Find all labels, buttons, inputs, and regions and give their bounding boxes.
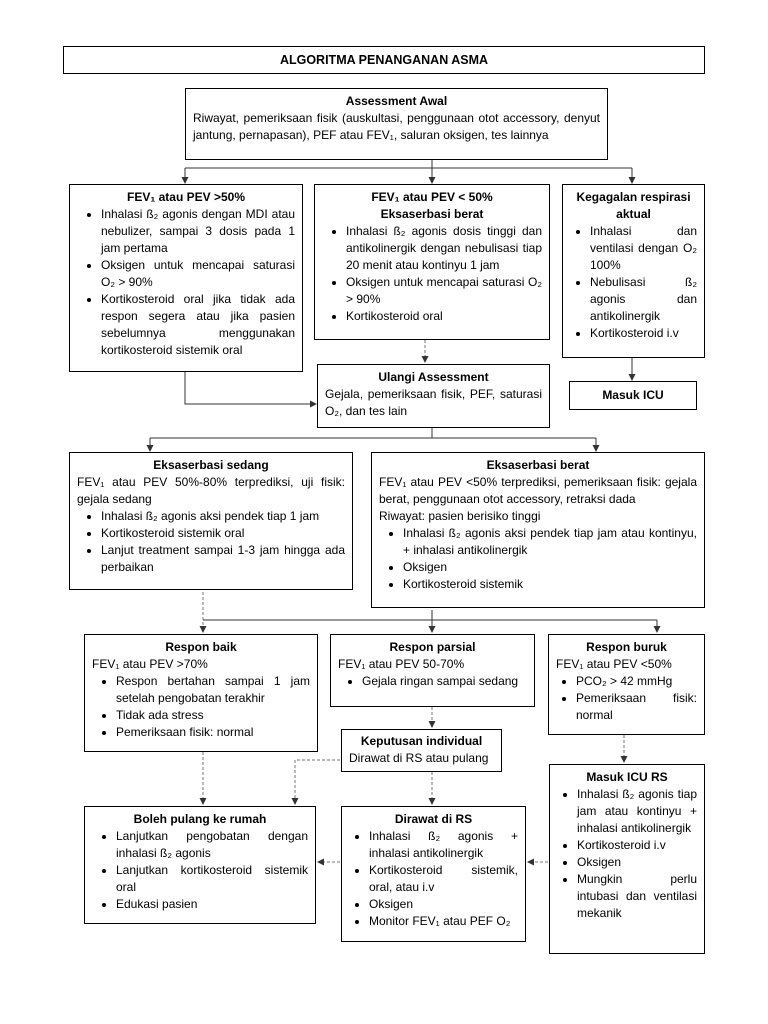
list-item: Pemeriksaan fisik: normal [576, 690, 697, 724]
assessment-awal-title: Assessment Awal [345, 94, 448, 108]
list-item: Kortikosteroid sistemik [403, 576, 697, 593]
kegagalan-box: Kegagalan respirasi aktual Inhalasi dan … [562, 184, 705, 358]
eks-berat-list: Inhalasi ß₂ agonis aksi pendek tiap jam … [379, 525, 697, 593]
list-item: Inhalasi dan ventilasi dengan O₂ 100% [590, 223, 697, 274]
ulangi-title: Ulangi Assessment [378, 370, 489, 384]
list-item: Inhalasi ß₂ agonis tiap jam atau kontiny… [577, 786, 697, 837]
eks-berat-text2: Riwayat: pasien berisiko tinggi [379, 509, 541, 523]
list-item: Inhalasi ß₂ agonis aksi pendek tiap 1 ja… [101, 508, 345, 525]
respon-parsial-list: Gejala ringan sampai sedang [338, 673, 527, 690]
eks-sedang-list: Inhalasi ß₂ agonis aksi pendek tiap 1 ja… [77, 508, 345, 576]
list-item: PCO₂ > 42 mmHg [576, 673, 697, 690]
respon-buruk-box: Respon buruk FEV₁ atau PEV <50% PCO₂ > 4… [548, 634, 705, 735]
list-item: Inhalasi ß₂ agonis dengan MDI atau nebul… [101, 206, 295, 257]
list-item: Lanjutkan kortikosteroid sistemik oral [116, 862, 308, 896]
eksaserbasi-berat-box: Eksaserbasi berat FEV₁ atau PEV <50% ter… [371, 452, 705, 608]
assessment-awal-box: Assessment Awal Riwayat, pemeriksaan fis… [185, 88, 608, 160]
fev-lt50-list: Inhalasi ß₂ agonis dosis tinggi dan anti… [322, 223, 542, 325]
list-item: Kortikosteroid sistemik oral [101, 525, 345, 542]
keputusan-individual-box: Keputusan individual Dirawat di RS atau … [341, 729, 502, 772]
respon-baik-list: Respon bertahan sampai 1 jam setelah pen… [92, 673, 310, 741]
list-item: Kortikosteroid i.v [577, 837, 697, 854]
list-item: Respon bertahan sampai 1 jam setelah pen… [116, 673, 310, 707]
header-box: ALGORITMA PENANGANAN ASMA [63, 46, 705, 74]
ulangi-assessment-box: Ulangi Assessment Gejala, pemeriksaan fi… [317, 364, 550, 428]
list-item: Oksigen untuk mencapai saturasi O₂ > 90% [346, 274, 542, 308]
list-item: Inhalasi ß₂ agonis + inhalasi antikoline… [369, 828, 518, 862]
kegagalan-title2: aktual [616, 207, 651, 221]
masuk-icu-box: Masuk ICU [569, 381, 697, 410]
list-item: Inhalasi ß₂ agonis aksi pendek tiap jam … [403, 525, 697, 559]
dirawat-title: Dirawat di RS [394, 812, 473, 826]
boleh-pulang-title: Boleh pulang ke rumah [133, 812, 267, 826]
fev-gt50-box: FEV₁ atau PEV >50% Inhalasi ß₂ agonis de… [69, 184, 303, 372]
keputusan-text: Dirawat di RS atau pulang [349, 751, 489, 765]
list-item: Inhalasi ß₂ agonis dosis tinggi dan anti… [346, 223, 542, 274]
eks-sedang-text: FEV₁ atau PEV 50%-80% terprediksi, uji f… [77, 475, 345, 506]
fev-lt50-title2: Eksaserbasi berat [380, 207, 484, 221]
list-item: Lanjut treatment sampai 1-3 jam hingga a… [101, 542, 345, 576]
respon-baik-text: FEV₁ atau PEV >70% [92, 657, 208, 671]
boleh-pulang-box: Boleh pulang ke rumah Lanjutkan pengobat… [84, 806, 316, 924]
list-item: Mungkin perlu intubasi dan ventilasi mek… [577, 871, 697, 922]
list-item: Nebulisasi ß₂ agonis dan antikolinergik [590, 274, 697, 325]
respon-baik-title: Respon baik [165, 640, 237, 654]
fev-gt50-title: FEV₁ atau PEV >50% [126, 190, 245, 204]
list-item: Kortikosteroid oral jika tidak ada respo… [101, 291, 295, 359]
respon-buruk-text: FEV₁ atau PEV <50% [556, 657, 672, 671]
fev-lt50-title1: FEV₁ atau PEV < 50% [371, 190, 493, 204]
masuk-icu-title: Masuk ICU [602, 388, 664, 402]
keputusan-title: Keputusan individual [360, 734, 483, 748]
respon-baik-box: Respon baik FEV₁ atau PEV >70% Respon be… [84, 634, 318, 752]
list-item: Kortikosteroid i.v [590, 325, 697, 342]
fev-gt50-list: Inhalasi ß₂ agonis dengan MDI atau nebul… [77, 206, 295, 359]
list-item: Kortikosteroid oral [346, 308, 542, 325]
respon-parsial-title: Respon parsial [389, 640, 476, 654]
list-item: Lanjutkan pengobatan dengan inhalasi ß₂ … [116, 828, 308, 862]
header-title: ALGORITMA PENANGANAN ASMA [279, 53, 489, 67]
assessment-awal-text: Riwayat, pemeriksaan fisik (auskultasi, … [193, 111, 600, 142]
fev-lt50-box: FEV₁ atau PEV < 50% Eksaserbasi berat In… [314, 184, 550, 340]
eks-berat-text1: FEV₁ atau PEV <50% terprediksi, pemeriks… [379, 475, 697, 506]
list-item: Tidak ada stress [116, 707, 310, 724]
kegagalan-list: Inhalasi dan ventilasi dengan O₂ 100% Ne… [570, 223, 697, 342]
masuk-icu-rs-title: Masuk ICU RS [586, 770, 668, 784]
dirawat-di-rs-box: Dirawat di RS Inhalasi ß₂ agonis + inhal… [341, 806, 526, 942]
list-item: Oksigen untuk mencapai saturasi O₂ > 90% [101, 257, 295, 291]
list-item: Gejala ringan sampai sedang [362, 673, 527, 690]
list-item: Edukasi pasien [116, 896, 308, 913]
list-item: Monitor FEV₁ atau PEF O₂ [369, 913, 518, 930]
eksaserbasi-sedang-box: Eksaserbasi sedang FEV₁ atau PEV 50%-80%… [69, 452, 353, 590]
eks-berat-title: Eksaserbasi berat [486, 458, 590, 472]
list-item: Kortikosteroid sistemik, oral, atau i.v [369, 862, 518, 896]
eks-sedang-title: Eksaserbasi sedang [153, 458, 269, 472]
masuk-icu-rs-box: Masuk ICU RS Inhalasi ß₂ agonis tiap jam… [549, 764, 705, 954]
list-item: Oksigen [403, 559, 697, 576]
respon-buruk-title: Respon buruk [586, 640, 667, 654]
masuk-icu-rs-list: Inhalasi ß₂ agonis tiap jam atau kontiny… [557, 786, 697, 922]
kegagalan-title1: Kegagalan respirasi [576, 190, 691, 204]
ulangi-text: Gejala, pemeriksaan fisik, PEF, saturasi… [325, 387, 542, 418]
list-item: Pemeriksaan fisik: normal [116, 724, 310, 741]
respon-parsial-text: FEV₁ atau PEV 50-70% [338, 657, 465, 671]
list-item: Oksigen [369, 896, 518, 913]
boleh-pulang-list: Lanjutkan pengobatan dengan inhalasi ß₂ … [92, 828, 308, 913]
respon-buruk-list: PCO₂ > 42 mmHg Pemeriksaan fisik: normal [556, 673, 697, 724]
respon-parsial-box: Respon parsial FEV₁ atau PEV 50-70% Geja… [330, 634, 535, 707]
dirawat-list: Inhalasi ß₂ agonis + inhalasi antikoline… [349, 828, 518, 930]
list-item: Oksigen [577, 854, 697, 871]
